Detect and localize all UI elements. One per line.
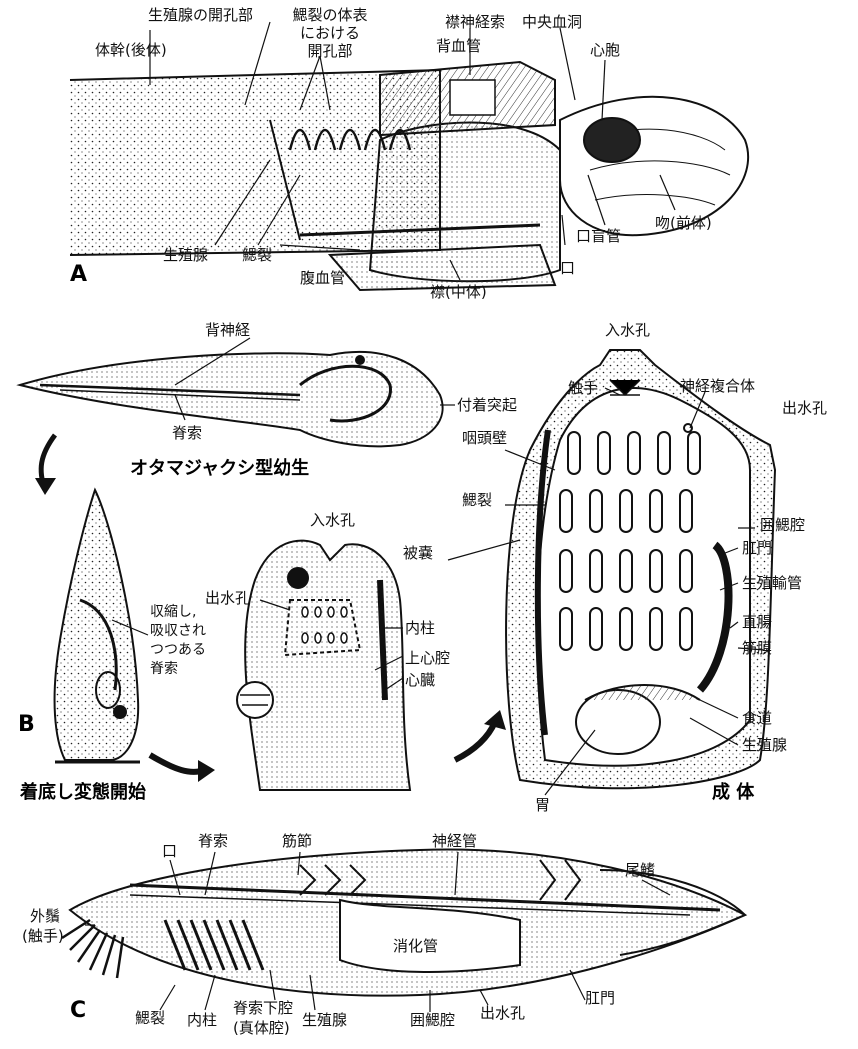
label-gill-slit-adult: 鰓裂 — [462, 492, 492, 509]
label-atrium-adult: 囲鰓腔 — [760, 517, 805, 534]
arrow-settle-to-juvenile — [150, 755, 205, 772]
label-resorb-1: 収縮し, — [150, 604, 196, 621]
label-nerve-complex: 神経複合体 — [680, 378, 755, 395]
label-tunic: 被嚢 — [403, 545, 433, 562]
label-cirri-1: 外鬚 — [30, 908, 60, 925]
caption-adult: 成 体 — [712, 778, 754, 804]
label-dorsal-nerve: 背神経 — [205, 322, 250, 339]
panel-label-a: A — [70, 262, 87, 287]
label-mouth-a: 口 — [560, 260, 575, 277]
label-subchordal-1: 脊索下腔 — [233, 1000, 293, 1017]
heart-vesicle-mark — [584, 118, 640, 162]
label-notochord-c: 脊索 — [198, 833, 228, 850]
label-endostyle-c: 内柱 — [187, 1012, 217, 1029]
label-atrial-siphon-juvenile: 出水孔 — [205, 590, 250, 607]
label-gill-slit-a: 鰓裂 — [242, 247, 272, 264]
label-tentacle: 触手 — [568, 380, 598, 397]
label-trunk: 体幹(後体) — [95, 42, 167, 59]
label-collar: 襟(中体) — [430, 284, 487, 301]
label-mouth-c: 口 — [162, 843, 177, 860]
label-resorb-2: 吸収され — [150, 623, 206, 640]
caption-settling: 着底し変態開始 — [20, 778, 146, 804]
label-subchordal-2: (真体腔) — [233, 1020, 290, 1037]
label-gonad-adult: 生殖腺 — [742, 737, 787, 754]
label-atriopore: 出水孔 — [480, 1005, 525, 1022]
label-gill-pore-3: 開孔部 — [280, 43, 380, 60]
label-resorb-4: 脊索 — [150, 661, 178, 678]
label-caudal-fin: 尾鰭 — [625, 862, 655, 879]
label-atrial-siphon-adult: 出水孔 — [782, 400, 827, 417]
tadpole-body — [20, 352, 443, 446]
label-oral-siphon-juvenile: 入水孔 — [310, 512, 355, 529]
label-gonad-a: 生殖腺 — [163, 247, 208, 264]
label-gonad-pore: 生殖腺の開孔部 — [148, 7, 253, 24]
label-anus-adult: 肛門 — [742, 540, 772, 557]
label-anus-c: 肛門 — [585, 990, 615, 1007]
label-gill-pore-2: における — [280, 25, 380, 42]
label-esophagus: 食道 — [742, 710, 772, 727]
label-gonad-c: 生殖腺 — [302, 1012, 347, 1029]
label-ventral-vessel: 腹血管 — [300, 270, 345, 287]
panel-label-c: C — [70, 998, 86, 1023]
label-gill-pore-1: 鰓裂の体表 — [280, 7, 380, 24]
label-endostyle-juvenile: 内柱 — [405, 620, 435, 637]
label-adhesive-papilla: 付着突起 — [457, 397, 517, 414]
label-gonoduct: 生殖輸管 — [742, 575, 802, 592]
label-muscle: 筋膜 — [742, 640, 772, 657]
label-heart: 心臓 — [405, 672, 435, 689]
label-resorb-3: つつある — [150, 642, 206, 659]
label-oral-siphon-adult: 入水孔 — [605, 322, 650, 339]
label-gut: 消化管 — [393, 938, 438, 955]
caption-tadpole: オタマジャクシ型幼生 — [130, 454, 309, 480]
label-central-sinus: 中央血洞 — [522, 14, 582, 31]
label-cirri-2: (触手) — [22, 928, 64, 945]
arrow-juvenile-to-adult — [455, 722, 495, 760]
label-collar-nerve: 襟神経索 — [445, 14, 505, 31]
label-rectum: 直腸 — [742, 614, 772, 631]
panel-b-tadpole — [20, 352, 443, 446]
label-proboscis: 吻(前体) — [655, 215, 712, 232]
label-myotome: 筋節 — [282, 833, 312, 850]
label-epicardium: 上心腔 — [405, 650, 450, 667]
panel-b-adult — [506, 350, 775, 788]
label-pharynx-wall: 咽頭壁 — [462, 430, 507, 447]
panel-label-b: B — [18, 712, 35, 737]
label-dorsal-vessel: 背血管 — [436, 38, 481, 55]
label-heart-vesicle: 心胞 — [590, 42, 620, 59]
label-stomochord: 口盲管 — [576, 228, 621, 245]
label-atrium-c: 囲鰓腔 — [410, 1012, 455, 1029]
label-gill-slit-c: 鰓裂 — [135, 1010, 165, 1027]
label-notochord-tadpole: 脊索 — [172, 425, 202, 442]
label-stomach: 胃 — [535, 797, 550, 814]
label-nerve-tube: 神経管 — [432, 833, 477, 850]
